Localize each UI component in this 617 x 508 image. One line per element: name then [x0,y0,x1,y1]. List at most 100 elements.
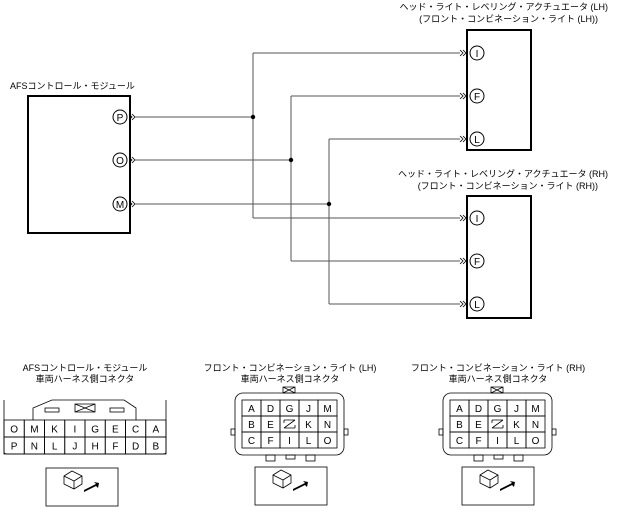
afs-pin-cell: J [64,436,86,455]
afs-pin-cell: H [84,436,106,455]
actuator-lh-label-1: ヘッド・ライト・レベリング・アクチュエータ (LH) [399,1,608,12]
afs-pin-m: M [112,196,128,212]
svg-text:M: M [323,404,331,415]
front-pin-cell: L [298,431,319,449]
front-pin-cell: I [279,431,300,449]
svg-text:L: L [306,436,312,447]
actuator-rh-box [466,195,532,319]
front-pin-cell: N [317,415,338,433]
actuator-lh-connector-marks [459,49,467,143]
front-pin-cell: M [525,399,546,417]
front-pin-cell: F [468,431,489,449]
afs-pin-cell: K [44,419,66,438]
afs-pin-cell: E [104,419,126,438]
afs-pin-cell: O [3,419,25,438]
front-rh-connector-title-2: 車両ハーネス側コネクタ [449,373,548,384]
svg-text:O: O [532,436,540,447]
svg-text:C: C [248,436,255,447]
afs-pin-cell: P [3,436,25,455]
front-pin-cell: D [468,399,489,417]
front-pin-cell: E [260,415,281,433]
svg-text:E: E [112,425,119,436]
svg-text:L: L [514,436,520,447]
front-lh-connector-title-2: 車両ハーネス側コネクタ [241,373,340,384]
junction-p [250,114,256,120]
front-pin-cell: O [317,431,338,449]
svg-text:B: B [456,420,463,431]
actuator-rh-connector-marks [459,214,467,308]
afs-connector-title-2: 車両ハーネス側コネクタ [36,373,135,384]
afs-pin-cell: G [84,419,106,438]
front-pin-cell: B [449,415,470,433]
front-pin-cell: F [260,431,281,449]
front-pin-cell: I [487,431,508,449]
afs-pin-cell: F [104,436,126,455]
svg-text:J: J [72,442,77,453]
svg-text:N: N [532,420,539,431]
front-rh-connector-face [438,386,557,462]
svg-text:I: I [496,436,499,447]
afs-pin-cell: A [145,419,167,438]
svg-text:P: P [117,113,124,124]
actuator-lh-box [466,29,532,151]
afs-pin-cell: D [125,436,147,455]
svg-text:L: L [474,300,480,311]
front-lh-connector-face [230,386,349,462]
front-pin-cell: L [506,431,527,449]
actuator-lh-pin-i: I [469,45,485,61]
svg-text:B: B [153,442,160,453]
svg-text:G: G [286,404,294,415]
afs-pin-cell: C [125,419,147,438]
svg-text:E: E [267,420,274,431]
svg-text:I: I [73,425,76,436]
junction-m [326,201,332,207]
svg-text:A: A [456,404,463,415]
svg-text:C: C [132,425,139,436]
front-pin-cell: G [487,399,508,417]
svg-text:L: L [474,135,480,146]
svg-text:C: C [456,436,463,447]
svg-text:K: K [305,420,312,431]
svg-text:I: I [288,436,291,447]
front-pin-cell: B [241,415,262,433]
afs-module-box [27,95,131,234]
front-pin-blank-cell [487,415,508,433]
actuator-rh-label-2: (フロント・コンビネーション・ライト (RH)) [418,181,598,191]
actuator-lh-pin-f: F [469,88,485,104]
front-pin-cell: A [241,399,262,417]
front-pin-blank-cell [279,415,300,433]
svg-text:M: M [116,200,124,211]
svg-text:M: M [531,404,539,415]
front-pin-cell: G [279,399,300,417]
svg-text:N: N [324,420,331,431]
svg-text:F: F [474,257,480,268]
front-pin-cell: C [241,431,262,449]
svg-text:K: K [51,425,58,436]
svg-text:H: H [92,442,99,453]
svg-text:E: E [475,420,482,431]
actuator-rh-label-1: ヘッド・ライト・レベリング・アクチュエータ (RH) [398,168,608,179]
svg-text:F: F [474,92,480,103]
front-pin-cell: J [298,399,319,417]
front-pin-cell: E [468,415,489,433]
front-pin-cell: J [506,399,527,417]
front-pin-cell: C [449,431,470,449]
front-lh-connector-title-1: フロント・コンビネーション・ライト (LH) [204,363,377,373]
front-pin-cell: K [506,415,527,433]
svg-text:I: I [476,49,479,60]
svg-text:M: M [30,425,38,436]
front-pin-cell: K [298,415,319,433]
svg-text:A: A [248,404,255,415]
svg-text:F: F [112,442,118,453]
actuator-rh-pin-l: L [469,296,485,312]
front-rh-view-icon [461,466,535,506]
actuator-lh-pin-l: L [469,131,485,147]
front-pin-cell: A [449,399,470,417]
actuator-rh-pin-f: F [469,253,485,269]
svg-text:F: F [267,436,273,447]
afs-pin-p: P [112,109,128,125]
svg-text:K: K [513,420,520,431]
afs-module-label: AFSコントロール・モジュール [10,81,135,91]
svg-text:A: A [153,425,160,436]
